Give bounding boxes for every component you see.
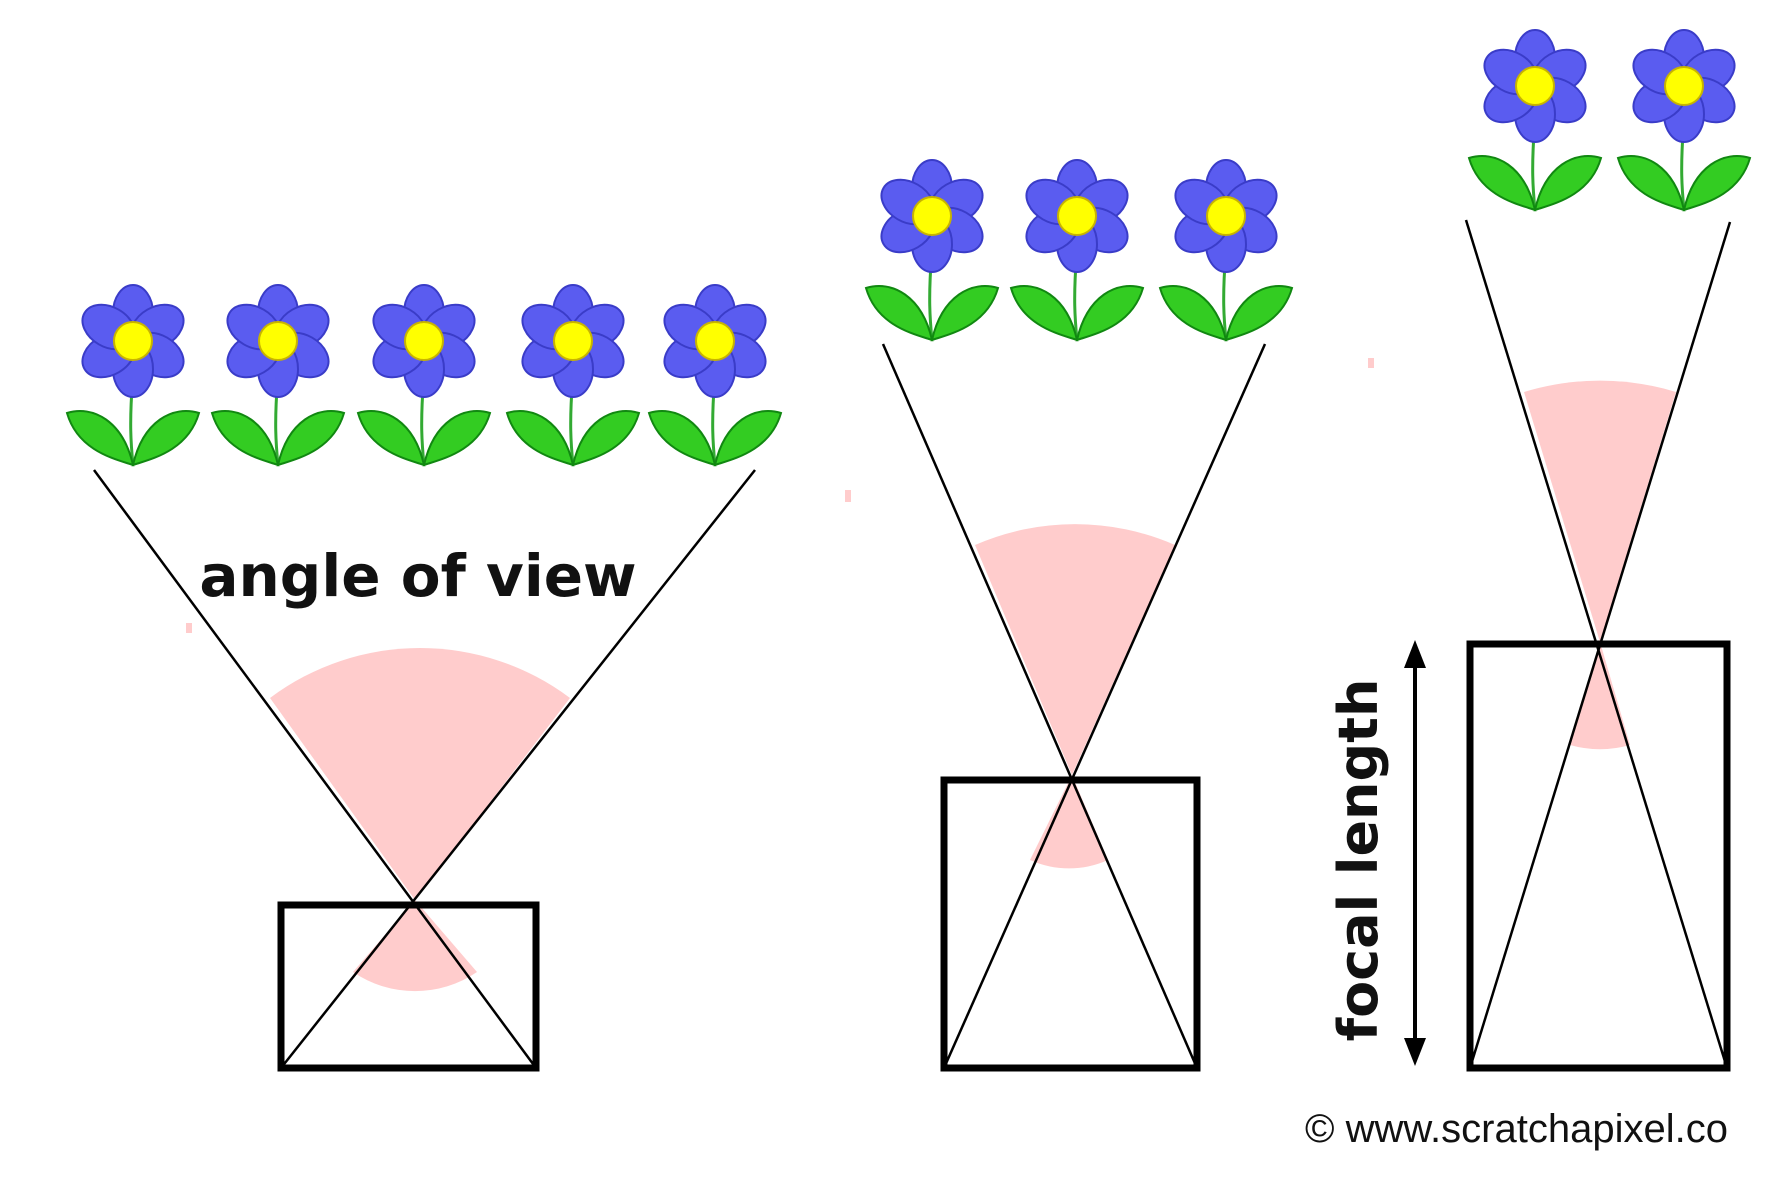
flower-icon [505, 283, 641, 467]
focal-length-arrow [1404, 640, 1426, 1066]
flower-icon [1616, 28, 1752, 212]
flower-icon [65, 283, 201, 467]
flower-icon [1467, 28, 1603, 212]
panel-normal [864, 158, 1294, 1072]
panel-telephoto: focal length [1327, 28, 1752, 1072]
image-plane-wedge [1030, 775, 1108, 869]
camera-box [1466, 640, 1731, 1072]
flower-row [1467, 28, 1752, 212]
image-plane-wedge [1570, 642, 1630, 750]
angle-of-view-wedge [1524, 380, 1676, 642]
angle-of-view-wedge [270, 647, 570, 900]
angle-of-view-wedge [975, 524, 1175, 775]
view-ray-left [92, 469, 538, 1069]
flower-icon [356, 283, 492, 467]
angle-of-view-label: angle of view [199, 542, 636, 610]
flower-row [65, 283, 783, 467]
view-ray-left [881, 343, 1199, 1069]
view-ray-right [280, 469, 756, 1069]
flower-icon [647, 283, 783, 467]
camera-box [940, 776, 1201, 1072]
view-ray-right [942, 343, 1267, 1069]
panel-wide-angle: angle of view [65, 283, 783, 1072]
focal-length-label: focal length [1327, 679, 1390, 1042]
flower-icon [864, 158, 1000, 342]
decorative-specks [186, 358, 1374, 633]
flower-icon [1158, 158, 1294, 342]
copyright-credit: © www.scratchapixel.co [1305, 1107, 1728, 1151]
image-plane-wedge [353, 900, 477, 992]
camera-box [277, 901, 540, 1072]
flower-icon [210, 283, 346, 467]
flower-icon [1009, 158, 1145, 342]
flower-row [864, 158, 1294, 342]
